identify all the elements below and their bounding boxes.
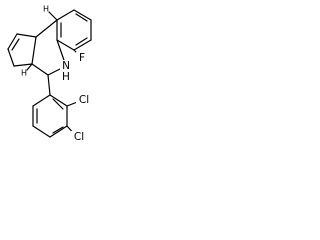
bond xyxy=(73,9,92,21)
bond xyxy=(47,74,51,96)
bond xyxy=(48,11,58,21)
chlorine-label-meta: Cl xyxy=(79,94,89,106)
fused-benzene-ring xyxy=(56,9,92,51)
label-background xyxy=(76,52,88,64)
bond xyxy=(56,9,75,21)
label-background xyxy=(60,60,72,72)
bond xyxy=(32,125,51,138)
chlorine-label-para: Cl xyxy=(74,131,84,143)
double-bond-inner xyxy=(11,38,20,51)
amine-hydrogen-label: H xyxy=(62,71,70,83)
cyclopentene-ring xyxy=(7,33,37,67)
bond xyxy=(49,125,68,138)
bond xyxy=(56,39,75,51)
bond xyxy=(7,33,18,50)
fluorine-label: F xyxy=(79,52,85,64)
stereo-hydrogen-bonds xyxy=(26,11,58,71)
bond xyxy=(49,94,68,107)
stereo-hydrogen-label-middle: H xyxy=(21,69,27,78)
bond xyxy=(7,48,15,67)
label-background xyxy=(71,131,87,143)
bond xyxy=(31,36,37,65)
molecule-structure: F N H Cl Cl H H xyxy=(7,5,92,143)
bond xyxy=(16,33,37,38)
bond xyxy=(13,63,33,67)
bond xyxy=(73,39,92,51)
bond xyxy=(32,94,51,107)
bond xyxy=(26,63,33,71)
aromatic-inner-bond xyxy=(52,98,64,110)
aromatic-inner-bond xyxy=(52,126,64,134)
aromatic-inner-bond xyxy=(75,13,88,22)
bond xyxy=(31,63,49,76)
aromatic-inner-bond xyxy=(75,37,88,46)
label-background xyxy=(76,94,92,106)
nitrogen-label: N xyxy=(62,60,70,72)
bond xyxy=(35,19,58,38)
stereo-hydrogen-label-top: H xyxy=(43,5,49,14)
dichlorophenyl-substituent xyxy=(32,74,81,138)
